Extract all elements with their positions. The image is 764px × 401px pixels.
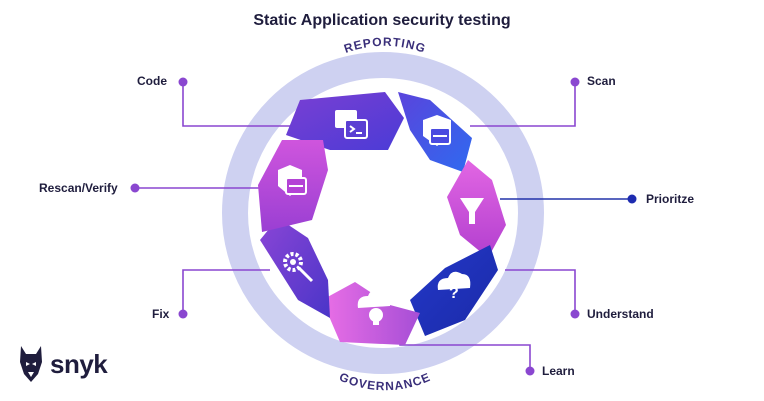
- ring-label-top: REPORTING: [342, 35, 428, 56]
- label-code: Code: [137, 74, 167, 88]
- cloud-question-icon: ?: [437, 271, 471, 302]
- connector-fix: [182, 269, 270, 314]
- shield-server-icon: [278, 165, 307, 196]
- segment-fix: [260, 218, 330, 318]
- label-fix: Fix: [152, 307, 170, 321]
- terminal-window-icon: [335, 110, 368, 139]
- label-scan: Scan: [587, 74, 616, 88]
- gear-wrench-icon: [283, 252, 314, 283]
- snyk-logo: snyk: [18, 344, 108, 384]
- center-hub: [320, 153, 444, 277]
- segment-icons: ?: [278, 110, 484, 325]
- label-prioritize: Prioritze: [646, 192, 695, 206]
- shield-server-icon: [423, 115, 451, 146]
- label-rescan-verify: Rescan/Verify: [39, 181, 118, 195]
- brand-name: snyk: [50, 348, 108, 379]
- segment-understand: [410, 245, 498, 336]
- cloud-bulb-icon: [357, 289, 391, 325]
- funnel-icon: [460, 198, 484, 224]
- label-understand: Understand: [587, 307, 654, 321]
- connector-dots: [130, 77, 637, 376]
- outer-ring: [222, 52, 544, 374]
- connector-code: [182, 82, 330, 127]
- connector-understand: [505, 269, 576, 314]
- snyk-dog-icon: [20, 346, 42, 382]
- label-learn: Learn: [542, 364, 575, 378]
- connector-scan: [470, 82, 576, 127]
- svg-text:?: ?: [449, 285, 459, 302]
- diagram-title: Static Application security testing: [253, 12, 511, 29]
